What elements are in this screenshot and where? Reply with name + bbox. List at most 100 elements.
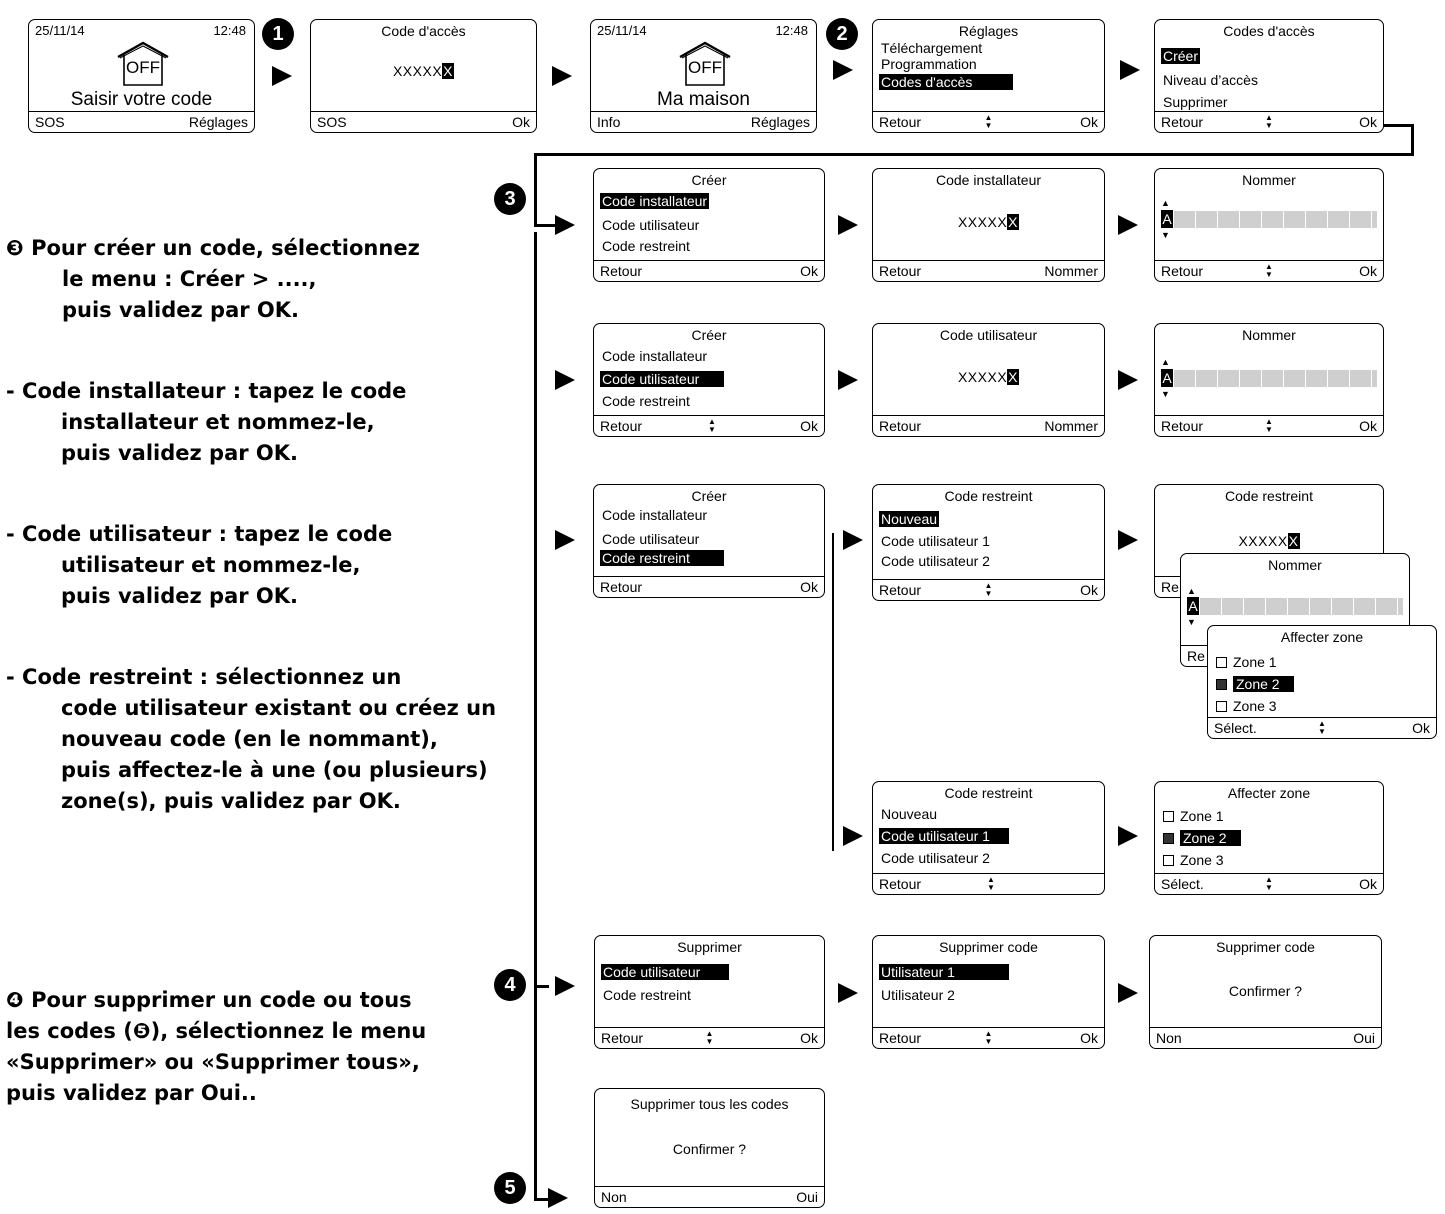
back-softkey[interactable]: Retour bbox=[879, 582, 922, 598]
settings-softkey[interactable]: Réglages bbox=[750, 114, 810, 130]
screen-title: Réglages bbox=[958, 23, 1019, 39]
menu-item-installer[interactable]: Code installateur bbox=[602, 507, 708, 523]
connector-line bbox=[1384, 124, 1414, 127]
back-softkey[interactable]: Retour bbox=[600, 418, 643, 434]
ok-softkey[interactable]: Ok bbox=[800, 1030, 818, 1046]
menu-item-user-1[interactable]: Code utilisateur 1 bbox=[879, 828, 1009, 844]
back-softkey[interactable]: Re bbox=[1161, 579, 1179, 595]
menu-item-delete[interactable]: Supprimer bbox=[1163, 94, 1228, 110]
zone-item-2[interactable]: Zone 2 bbox=[1163, 830, 1241, 846]
yes-softkey[interactable]: Oui bbox=[1353, 1030, 1375, 1046]
screen-title: Code restreint bbox=[1225, 488, 1313, 504]
back-softkey[interactable]: Retour bbox=[600, 263, 643, 279]
yes-softkey[interactable]: Oui bbox=[796, 1189, 818, 1205]
ok-softkey[interactable]: Ok bbox=[1359, 418, 1377, 434]
step-3-badge: 3 bbox=[494, 183, 526, 215]
menu-item-restricted[interactable]: Code restreint bbox=[602, 238, 690, 254]
name-screen-user: Nommer ▲ A ▼ Retour ▲▼ Ok bbox=[1154, 323, 1384, 437]
menu-item-new[interactable]: Nouveau bbox=[879, 511, 940, 527]
menu-item-user-2[interactable]: Utilisateur 2 bbox=[881, 987, 955, 1003]
back-softkey[interactable]: Retour bbox=[600, 579, 643, 595]
select-softkey[interactable]: Sélect. bbox=[1161, 876, 1204, 892]
select-softkey[interactable]: Sélect. bbox=[1214, 720, 1257, 736]
footer: Retour Nommer bbox=[873, 260, 1104, 281]
menu-item-programming[interactable]: Programmation bbox=[881, 56, 977, 72]
screen-title: Affecter zone bbox=[1280, 629, 1364, 645]
ok-softkey[interactable]: Ok bbox=[1080, 582, 1098, 598]
back-softkey[interactable]: Re bbox=[1187, 648, 1205, 664]
name-entry-row[interactable]: A bbox=[1161, 210, 1377, 230]
back-softkey[interactable]: Retour bbox=[1161, 418, 1204, 434]
menu-item-access-level[interactable]: Niveau d’accès bbox=[1163, 72, 1258, 88]
delete-all-screen: Supprimer tous les codes Confirmer ? Non… bbox=[594, 1088, 825, 1208]
menu-item-user[interactable]: Code utilisateur bbox=[600, 371, 724, 387]
ok-softkey[interactable]: Ok bbox=[800, 418, 818, 434]
info-softkey[interactable]: Info bbox=[597, 114, 621, 130]
menu-item-user[interactable]: Code utilisateur bbox=[602, 531, 700, 547]
ok-softkey[interactable]: Ok bbox=[1359, 876, 1377, 892]
back-softkey[interactable]: Retour bbox=[879, 1030, 922, 1046]
menu-item-download[interactable]: Téléchargement bbox=[881, 40, 983, 56]
zone-item-2[interactable]: Zone 2 bbox=[1216, 676, 1294, 692]
menu-item-user[interactable]: Code utilisateur bbox=[602, 217, 700, 233]
menu-item-restricted[interactable]: Code restreint bbox=[602, 393, 690, 409]
confirm-prompt: Confirmer ? bbox=[1228, 983, 1303, 999]
ok-softkey[interactable]: Ok bbox=[1080, 1030, 1098, 1046]
menu-item-new[interactable]: Nouveau bbox=[881, 806, 938, 822]
menu-item-user-1[interactable]: Utilisateur 1 bbox=[879, 964, 1009, 980]
name-softkey[interactable]: Nommer bbox=[1044, 418, 1098, 434]
ok-softkey[interactable]: Ok bbox=[1359, 114, 1377, 130]
no-softkey[interactable]: Non bbox=[601, 1189, 627, 1205]
name-entry-row[interactable]: A bbox=[1161, 369, 1377, 389]
menu-item-user-2[interactable]: Code utilisateur 2 bbox=[881, 850, 990, 866]
ok-softkey[interactable]: Ok bbox=[512, 114, 530, 130]
menu-item-user-1[interactable]: Code utilisateur 1 bbox=[881, 533, 990, 549]
name-letter: A bbox=[1161, 369, 1173, 387]
sos-softkey[interactable]: SOS bbox=[317, 114, 347, 130]
no-softkey[interactable]: Non bbox=[1156, 1030, 1182, 1046]
back-softkey[interactable]: Retour bbox=[1161, 263, 1204, 279]
name-letter: A bbox=[1161, 210, 1173, 228]
name-entry-row[interactable]: A bbox=[1187, 597, 1403, 617]
back-softkey[interactable]: Retour bbox=[879, 114, 922, 130]
ok-softkey[interactable]: Ok bbox=[800, 579, 818, 595]
settings-softkey[interactable]: Réglages bbox=[188, 114, 248, 130]
menu-item-installer[interactable]: Code installateur bbox=[602, 348, 708, 364]
menu-item-restricted[interactable]: Code restreint bbox=[600, 550, 724, 566]
arrow-right-icon bbox=[1118, 826, 1138, 846]
back-softkey[interactable]: Retour bbox=[879, 418, 922, 434]
footer: Non Oui bbox=[1150, 1027, 1381, 1048]
zone-item-3[interactable]: Zone 3 bbox=[1216, 698, 1277, 714]
back-softkey[interactable]: Retour bbox=[879, 876, 922, 892]
up-down-icon: ▲▼ bbox=[984, 1029, 993, 1046]
connector-line bbox=[534, 153, 537, 227]
menu-item-create[interactable]: Créer bbox=[1161, 48, 1201, 64]
access-codes-menu-screen: Codes d'accès Créer Niveau d’accès Suppr… bbox=[1154, 19, 1384, 133]
code-cursor: X bbox=[1007, 214, 1020, 230]
ok-softkey[interactable]: Ok bbox=[1359, 263, 1377, 279]
name-cells bbox=[1200, 598, 1403, 615]
menu-item-user-code[interactable]: Code utilisateur bbox=[601, 964, 729, 980]
zone-item-1[interactable]: Zone 1 bbox=[1216, 654, 1277, 670]
back-softkey[interactable]: Retour bbox=[601, 1030, 644, 1046]
menu-item-restricted-code[interactable]: Code restreint bbox=[603, 987, 691, 1003]
arrow-right-icon bbox=[838, 215, 858, 235]
back-softkey[interactable]: Retour bbox=[1161, 114, 1204, 130]
menu-item-access-codes[interactable]: Codes d'accès bbox=[879, 74, 1013, 90]
menu-item-installer[interactable]: Code installateur bbox=[600, 193, 710, 209]
zone-item-3[interactable]: Zone 3 bbox=[1163, 852, 1224, 868]
ok-softkey[interactable]: Ok bbox=[1412, 720, 1430, 736]
screen-title: Créer bbox=[691, 327, 727, 343]
up-down-icon: ▲▼ bbox=[984, 113, 993, 130]
back-softkey[interactable]: Retour bbox=[879, 263, 922, 279]
connector-line bbox=[534, 153, 1414, 156]
name-softkey[interactable]: Nommer bbox=[1044, 263, 1098, 279]
sos-softkey[interactable]: SOS bbox=[35, 114, 65, 130]
ok-softkey[interactable]: Ok bbox=[800, 263, 818, 279]
footer: SOS Ok bbox=[311, 111, 536, 132]
create-menu-installer: Créer Code installateur Code utilisateur… bbox=[593, 168, 825, 282]
zone-item-1[interactable]: Zone 1 bbox=[1163, 808, 1224, 824]
up-down-icon: ▲▼ bbox=[708, 417, 716, 434]
menu-item-user-2[interactable]: Code utilisateur 2 bbox=[881, 553, 990, 569]
ok-softkey[interactable]: Ok bbox=[1080, 114, 1098, 130]
